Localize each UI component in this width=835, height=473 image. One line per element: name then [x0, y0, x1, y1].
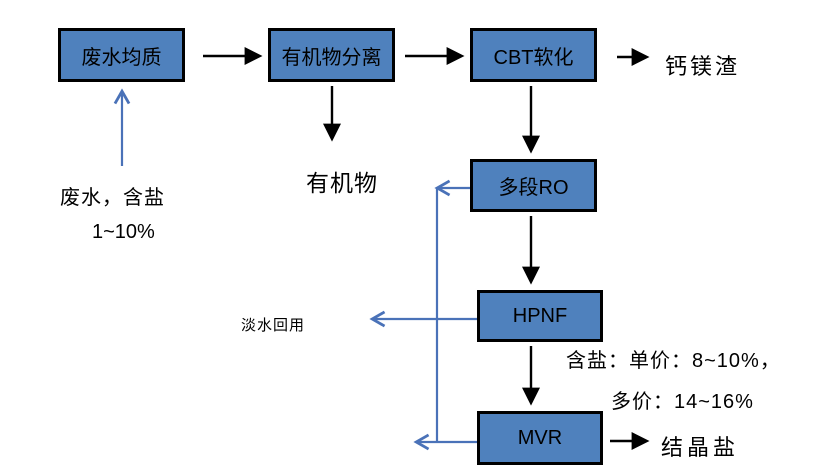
node-mvr: MVR	[477, 411, 603, 465]
label-crystallized-salt: 结晶盐	[661, 435, 740, 460]
label-calcium-magnesium-slag: 钙镁渣	[665, 54, 741, 79]
label-organics: 有机物	[306, 170, 378, 196]
node-cbt-softening: CBT软化	[470, 28, 597, 82]
label-salt-content-monovalent: 含盐：单价：8~10%，	[566, 350, 781, 372]
node-hpnf: HPNF	[477, 290, 603, 342]
node-organic-separation: 有机物分离	[268, 28, 395, 82]
label-feed-salinity-range: 1~10%	[92, 221, 155, 243]
node-wastewater-homogenization: 废水均质	[58, 28, 185, 82]
node-multistage-ro: 多段RO	[470, 159, 597, 212]
label-feed-saline-water: 废水，含盐	[60, 187, 165, 209]
label-salt-content-multivalent: 多价：14~16%	[611, 391, 754, 413]
label-freshwater-reuse: 淡水回用	[241, 317, 306, 334]
